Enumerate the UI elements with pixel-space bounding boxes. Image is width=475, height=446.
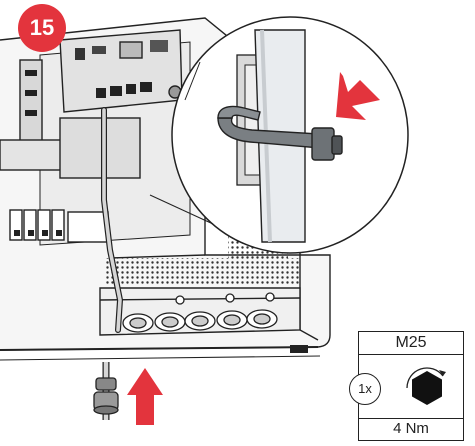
quantity-label: 1x — [349, 373, 381, 405]
gland-size-label: M25 — [359, 332, 463, 355]
red-arrow-up-icon — [127, 368, 163, 425]
torque-value-label: 4 Nm — [359, 418, 463, 440]
torque-spec-box: M25 1x 4 Nm — [349, 331, 464, 441]
red-arrow-icon — [336, 72, 380, 120]
cable-gland-row — [122, 292, 278, 333]
cable-gland — [93, 377, 119, 415]
step-number: 15 — [29, 15, 55, 40]
inverter-housing — [0, 17, 331, 361]
hex-nut-icon — [406, 367, 446, 405]
cable-tie-icon — [217, 105, 343, 161]
step-number-badge: 15 — [18, 4, 66, 52]
clockwise-rotation-icon — [406, 367, 444, 389]
